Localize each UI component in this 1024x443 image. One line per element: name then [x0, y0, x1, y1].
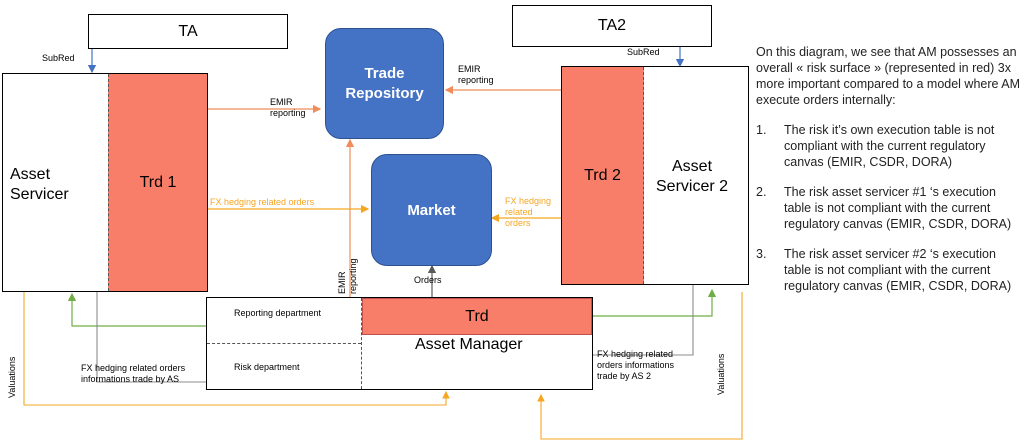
asset-servicer-2-label: Asset Servicer 2: [656, 158, 729, 195]
emir-vertical-label: EMIR reporting: [337, 258, 358, 294]
side-item-2-num: 2.: [756, 185, 767, 199]
side-item-1-num: 1.: [756, 123, 767, 137]
subred-left-label: SubRed: [42, 53, 75, 63]
trade-repository-label: Trade Repository: [345, 64, 424, 102]
ta2-label: TA2: [597, 17, 627, 34]
emir-right-label: EMIR reporting: [458, 64, 494, 85]
fx-info-right-label: FX hedging related orders informations t…: [597, 349, 675, 381]
market-box: Market: [371, 154, 492, 266]
market-label: Market: [407, 201, 456, 219]
fx-info-left-label: FX hedging related orders informations t…: [81, 363, 186, 384]
am-trd-box: Trd: [362, 298, 592, 335]
emir-left-label: EMIR reporting: [270, 97, 306, 118]
valuations-right-arrow: [537, 292, 743, 440]
side-item-2-text: The risk asset servicer #1 ‘s execution …: [784, 185, 1012, 231]
reporting-department-label: Reporting department: [234, 308, 322, 318]
fx-orders-left-label: FX hedging related orders: [210, 197, 315, 207]
valuations-left-arrow: [23, 292, 450, 406]
side-intro: On this diagram, we see that AM possesse…: [756, 45, 1021, 107]
orders-label: Orders: [414, 275, 442, 285]
dept-divider-vertical: [361, 298, 362, 389]
trd2-box: Trd 2: [562, 67, 644, 284]
trade-repository-box: Trade Repository: [325, 28, 444, 139]
dept-divider-horizontal: [207, 343, 361, 344]
side-item-1: 1. The risk it’s own execution table is …: [756, 122, 1024, 170]
grey-left-line: [96, 292, 206, 383]
valuations-left-label: Valuations: [7, 356, 17, 398]
side-item-1-text: The risk it’s own execution table is not…: [784, 123, 995, 169]
grey-right-line: [593, 285, 694, 356]
side-text: On this diagram, we see that AM possesse…: [756, 44, 1024, 294]
am-trd-label: Trd: [465, 307, 489, 325]
fx-orders-right-label: FX hedging related orders: [505, 196, 552, 228]
ta2-box: TA2: [512, 5, 712, 47]
risk-department-label: Risk department: [234, 362, 300, 372]
asset-manager-title: Asset Manager: [415, 336, 523, 353]
green-right-arrow: [593, 288, 717, 317]
valuations-right-label: Valuations: [716, 353, 726, 395]
asset-servicer-1-label: Asset Servicer: [10, 166, 69, 203]
trd2-label: Trd 2: [584, 166, 621, 184]
side-item-3-text: The risk asset servicer #2 ‘s execution …: [784, 247, 1012, 293]
green-left-arrow: [67, 292, 206, 327]
trd1-label: Trd 1: [139, 173, 177, 191]
side-item-2: 2. The risk asset servicer #1 ‘s executi…: [756, 184, 1024, 232]
side-item-3-num: 3.: [756, 247, 767, 261]
ta-label: TA: [178, 22, 198, 40]
subred-right-label: SubRed: [627, 47, 660, 57]
side-item-3: 3. The risk asset servicer #2 ‘s executi…: [756, 246, 1024, 294]
trd1-box: Trd 1: [108, 74, 207, 291]
ta-box: TA: [88, 14, 288, 49]
